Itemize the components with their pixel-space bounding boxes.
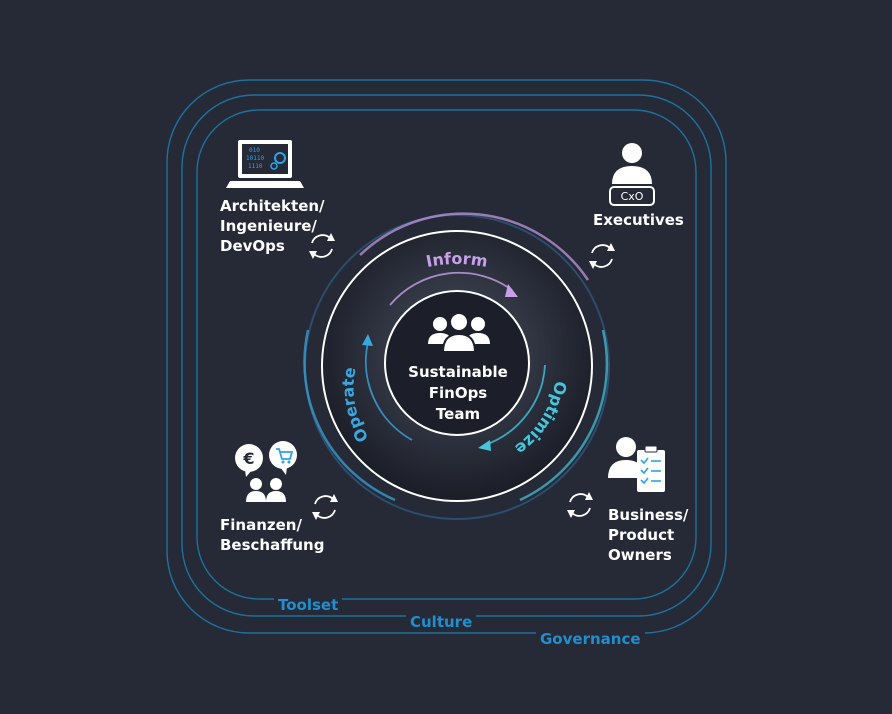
center-line-3: Team [435, 405, 481, 423]
inform-flow-arrow [505, 284, 518, 297]
optimize-arc [519, 329, 609, 502]
operate-flow [365, 341, 413, 441]
svg-text:10110: 10110 [246, 155, 264, 162]
executives-label: Executives [593, 211, 684, 229]
operate-arc [303, 329, 396, 502]
governance-label: Governance [536, 630, 645, 648]
inform-flow [389, 271, 513, 306]
inform-arc [359, 212, 590, 281]
person-icon: CxO [609, 143, 655, 206]
toolset-frame [196, 109, 697, 600]
laptop-icon: 010 10110 1110 [226, 140, 304, 188]
center-line-2: FinOps [428, 384, 488, 402]
svg-text:€: € [242, 449, 254, 468]
cxo-badge: CxO [621, 190, 644, 203]
team-icon [428, 312, 490, 353]
engineers-label: Architekten/ Ingenieure/ DevOps [220, 197, 325, 255]
optimize-flow [484, 364, 546, 446]
optimize-flow-arrow [478, 440, 491, 451]
toolset-label: Toolset [274, 596, 343, 614]
svg-text:1110: 1110 [248, 163, 263, 170]
center-label: Sustainable FinOps Team [392, 362, 524, 425]
person-clipboard-icon [608, 437, 665, 492]
finance-label: Finanzen/ Beschaffung [220, 516, 325, 554]
center-line-1: Sustainable [408, 363, 508, 381]
svg-text:010: 010 [249, 147, 260, 154]
business-label: Business/ Product Owners [608, 506, 689, 564]
inform-label: Inform [424, 249, 489, 271]
cycle-arrows-icon [309, 233, 615, 520]
operate-flow-arrow [362, 334, 373, 346]
inner-ring [384, 290, 530, 436]
culture-label: Culture [406, 613, 477, 631]
governance-frame [166, 79, 727, 634]
currency-bubbles-icon: € [235, 441, 297, 502]
